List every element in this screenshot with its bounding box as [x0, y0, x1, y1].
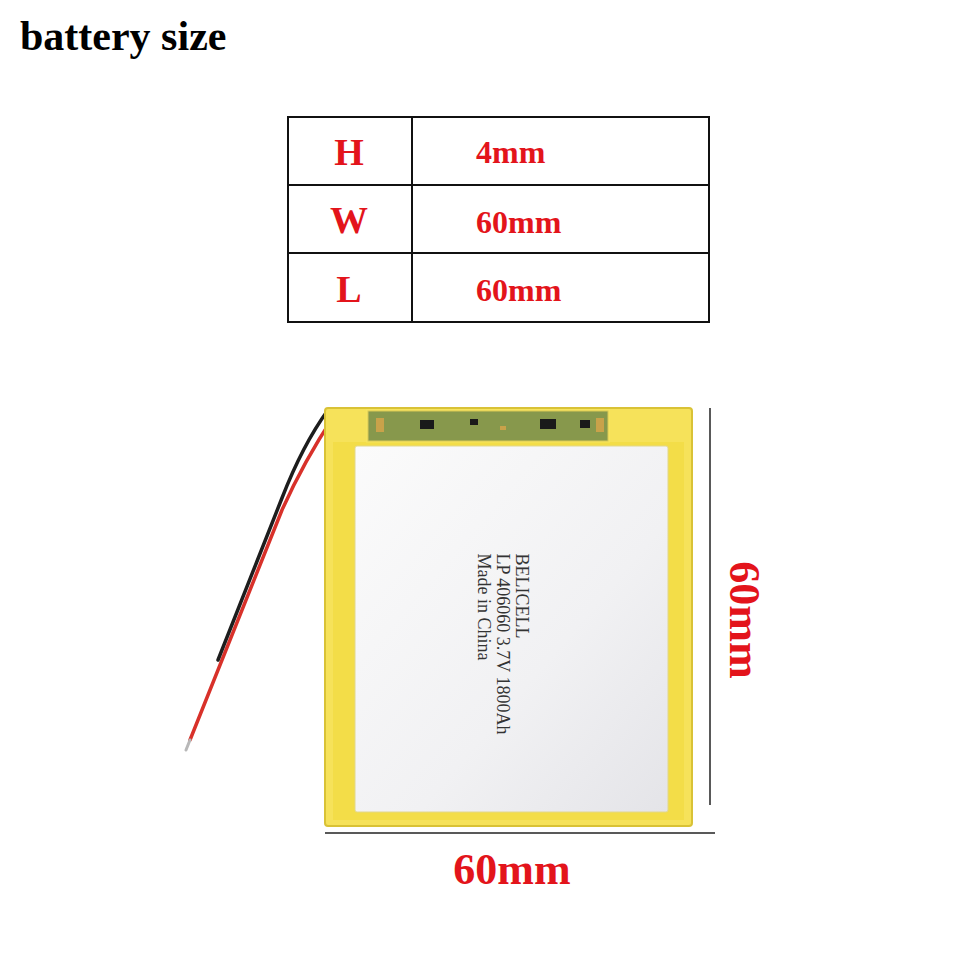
table-header: H — [334, 133, 364, 171]
table-header: W — [330, 201, 368, 239]
cell-marking-line: Made in China — [474, 553, 493, 739]
table-value: 4mm — [476, 136, 545, 168]
table-value: 60mm — [476, 206, 561, 238]
dimension-lines — [325, 408, 715, 833]
table-header: L — [336, 270, 361, 308]
dimension-text: 60mm — [453, 848, 570, 892]
cell-marking: BELICELLLP 406060 3.7V 1800AhMade in Chi… — [474, 553, 531, 739]
page-title: battery size — [20, 12, 226, 60]
cell-marking-line: LP 406060 3.7V 1800Ah — [493, 553, 512, 739]
table-value: 60mm — [476, 274, 561, 306]
size-table — [288, 117, 709, 322]
dimension-text: 60mm — [722, 561, 766, 678]
cell-marking-line: BELICELL — [512, 553, 531, 739]
battery-body — [325, 408, 692, 826]
battery-cell: BELICELLLP 406060 3.7V 1800AhMade in Chi… — [325, 408, 692, 826]
lead-wires — [186, 410, 334, 750]
